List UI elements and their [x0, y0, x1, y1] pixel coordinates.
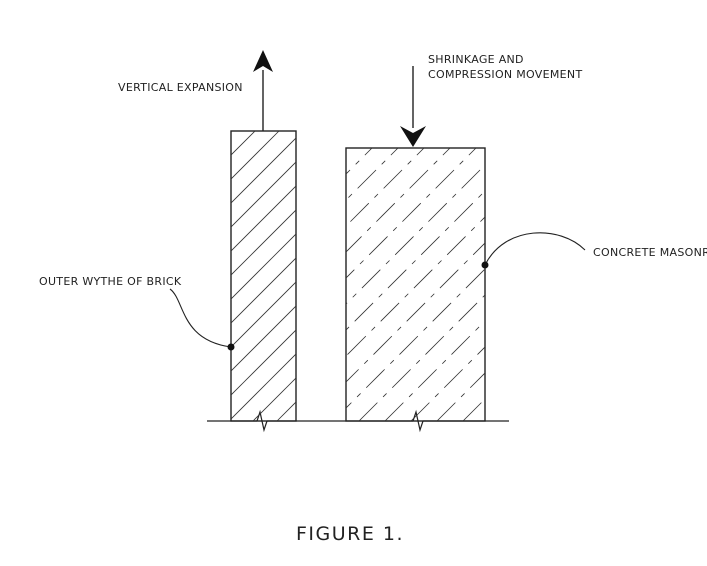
hatch-line — [349, 131, 639, 421]
shrinkage-label-line1: SHRINKAGE AND — [428, 53, 524, 66]
hatch-line — [346, 148, 477, 279]
hatch-line — [489, 148, 707, 421]
brick-hatch — [231, 131, 707, 421]
hatch-line — [301, 131, 591, 421]
hatch-line — [346, 148, 451, 253]
hatch-line — [346, 242, 485, 383]
hatch-line — [231, 281, 296, 348]
concrete-leader-dot — [481, 261, 489, 269]
outer-wythe-leader — [169, 288, 235, 351]
hatch-line — [410, 346, 485, 421]
hatch-line — [276, 401, 296, 421]
hatch-line — [346, 190, 485, 331]
hatch-line — [445, 131, 707, 421]
hatch-line — [231, 137, 296, 204]
hatch-line — [358, 294, 485, 421]
hatch-line — [346, 148, 425, 227]
hatch-line — [567, 148, 707, 421]
brick-leader-dot — [227, 343, 235, 351]
outer-wythe-label: OUTER WYTHE OF BRICK — [39, 275, 182, 288]
hatch-line — [231, 305, 296, 372]
hatch-line — [515, 148, 707, 421]
hatch-line — [231, 329, 296, 396]
hatch-line — [541, 148, 707, 421]
hatch-line — [541, 131, 707, 421]
concrete-masonry-block — [345, 147, 707, 422]
figure-caption: FIGURE 1. — [296, 523, 404, 545]
concrete-masonry-leader — [481, 232, 586, 269]
hatch-line — [645, 148, 707, 421]
concrete-masonry-label: CONCRETE MASONRY — [593, 246, 707, 259]
hatch-line — [346, 268, 485, 409]
hatch-line — [517, 131, 707, 421]
hatch-line — [373, 131, 663, 421]
hatch-line — [593, 148, 707, 421]
concrete-hatch — [346, 148, 707, 421]
hatch-line — [671, 148, 707, 421]
hatch-line — [619, 148, 707, 421]
shrinkage-label-line2: COMPRESSION MOVEMENT — [428, 68, 582, 81]
shrinkage-arrow — [400, 66, 426, 147]
vertical-expansion-arrow — [253, 50, 273, 131]
hatch-line — [346, 216, 485, 357]
hatch-line — [231, 161, 296, 228]
hatch-line — [565, 131, 707, 421]
vertical-expansion-label: VERTICAL EXPANSION — [118, 81, 243, 94]
hatch-line — [493, 131, 707, 421]
hatch-line — [436, 372, 485, 421]
hatch-line — [421, 131, 707, 421]
hatch-line — [462, 398, 485, 421]
hatch-line — [231, 353, 296, 420]
hatch-line — [469, 131, 707, 421]
hatch-line — [397, 131, 687, 421]
hatch-line — [325, 131, 615, 421]
hatch-line — [231, 257, 296, 324]
hatch-line — [346, 164, 485, 305]
hatch-line — [231, 233, 296, 300]
hatch-line — [697, 148, 707, 421]
hatch-line — [384, 320, 485, 421]
